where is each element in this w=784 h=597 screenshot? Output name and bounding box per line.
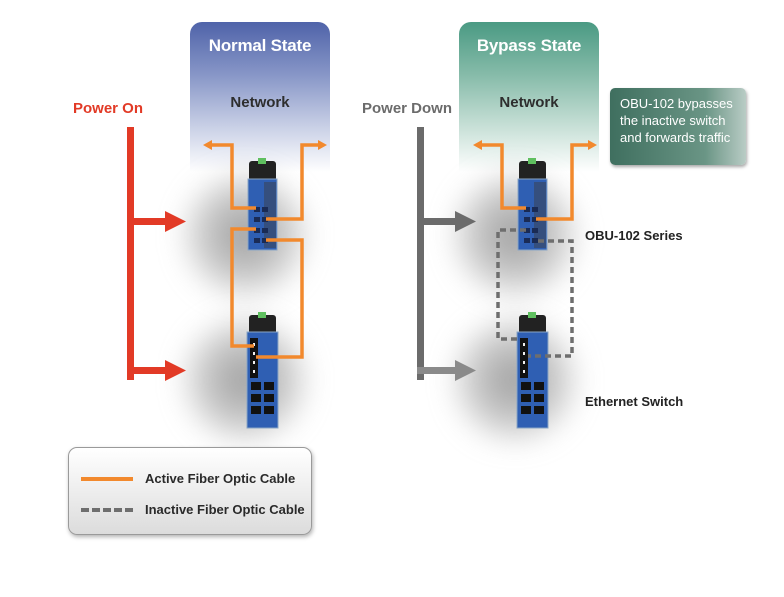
inactive-cable-swatch xyxy=(81,507,133,512)
power-down-trunk xyxy=(417,127,424,380)
legend-item-inactive: Inactive Fiber Optic Cable xyxy=(69,502,305,517)
legend-item-active: Active Fiber Optic Cable xyxy=(69,471,295,486)
normal-network-label: Network xyxy=(230,94,290,111)
bypass-info-box: OBU-102 bypasses the inactive switch and… xyxy=(610,88,746,165)
bypass-state-title: Bypass State xyxy=(476,36,582,55)
obu-device-bypass xyxy=(517,158,548,251)
legend-label-active: Active Fiber Optic Cable xyxy=(145,471,296,486)
info-line: OBU-102 bypasses xyxy=(620,96,733,111)
right-arrow-icon xyxy=(455,360,476,381)
power-on-branch-top xyxy=(127,218,167,225)
active-cable-swatch xyxy=(81,476,133,481)
network-arrow-icons-normal xyxy=(203,140,327,150)
power-on-trunk xyxy=(127,127,134,380)
power-on-branch-bottom xyxy=(127,367,167,374)
normal-state-panel: Normal State Network xyxy=(190,22,330,172)
obu-device-normal xyxy=(247,158,278,251)
inactive-cables-bypass xyxy=(496,228,574,358)
switch-device-bypass xyxy=(516,312,549,429)
right-arrow-icon xyxy=(455,211,476,232)
normal-state-title: Normal State xyxy=(208,36,312,55)
network-arrow-icons-bypass xyxy=(473,140,597,150)
obu-series-label: OBU-102 Series xyxy=(585,228,683,243)
power-down-arrows xyxy=(417,127,476,381)
switch-device-normal xyxy=(246,312,279,429)
power-on-arrows xyxy=(127,127,186,381)
info-line: and forwards traffic xyxy=(620,130,731,145)
info-line: the inactive switch xyxy=(620,113,726,128)
power-on-label: Power On xyxy=(73,100,144,117)
bypass-state-panel: Bypass State Network xyxy=(459,22,599,172)
legend-label-inactive: Inactive Fiber Optic Cable xyxy=(145,502,305,517)
bypass-network-label: Network xyxy=(499,94,559,111)
device-shadow xyxy=(185,320,305,440)
right-arrow-icon xyxy=(165,360,186,381)
active-cables-bypass xyxy=(482,143,588,221)
device-shadow xyxy=(455,175,575,295)
active-cables-normal xyxy=(212,143,318,359)
legend: Active Fiber Optic Cable Inactive Fiber … xyxy=(68,447,312,535)
ethernet-switch-label: Ethernet Switch xyxy=(585,394,684,409)
power-down-branch-bottom xyxy=(417,367,457,374)
right-arrow-icon xyxy=(165,211,186,232)
power-down-label: Power Down xyxy=(362,100,453,117)
power-down-branch-top xyxy=(417,218,457,225)
device-shadow xyxy=(185,175,305,295)
